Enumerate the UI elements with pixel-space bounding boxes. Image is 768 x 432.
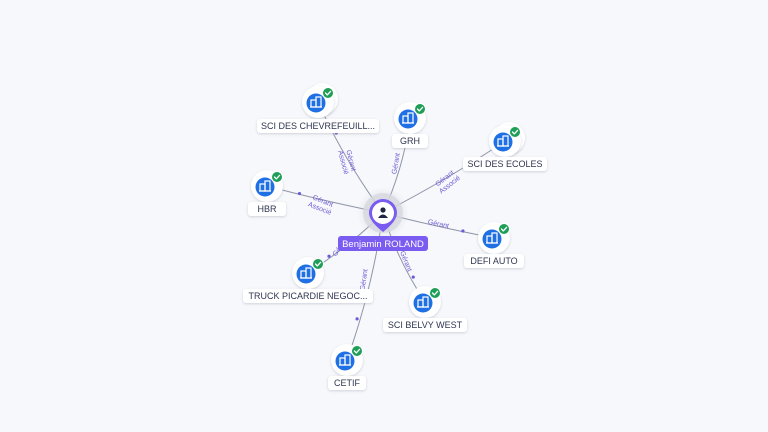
building-icon [306, 93, 326, 113]
building-icon [335, 351, 355, 371]
company-node-grh[interactable]: GRH [392, 102, 428, 148]
company-name-text: GRH [400, 136, 420, 146]
role-text: Gérant [391, 153, 402, 175]
company-node-sci-des-ecoles[interactable]: SCI DES ECOLES [463, 122, 547, 171]
person-icon [378, 207, 388, 218]
company-node-sci-belvy-west[interactable]: SCI BELVY WEST [383, 286, 467, 332]
edge-arrow-marker [411, 275, 415, 279]
building-icon [255, 177, 275, 197]
check-badge-icon [429, 287, 441, 299]
check-badge-icon [351, 345, 363, 357]
role-text: Gérant [427, 219, 449, 230]
company-node-truck-picardie[interactable]: TRUCK PICARDIE NEGOC... [243, 257, 373, 303]
check-badge-icon [498, 223, 510, 235]
company-name-label[interactable]: GRH [392, 134, 428, 148]
role-text: Gérant [398, 250, 413, 273]
edge-arrow-marker [297, 191, 302, 196]
edge-arrow-marker [355, 317, 359, 321]
check-badge-icon [312, 258, 324, 270]
edge-role-label: GérantAssocié [336, 148, 357, 176]
company-name-label[interactable]: DEFI AUTO [464, 254, 524, 268]
building-icon [413, 293, 433, 313]
edge-role-label: Gérant [360, 269, 370, 291]
company-name-text: HBR [257, 204, 277, 214]
company-name-label[interactable]: HBR [248, 202, 286, 216]
company-node-cetif[interactable]: CETIF [328, 344, 366, 390]
company-name-label[interactable]: SCI DES CHEVREFEUILL... [257, 119, 379, 133]
edge-role-label: Gérant [427, 219, 449, 230]
role-text: Gérant [360, 269, 370, 291]
edge-role-label: Gérant [391, 153, 402, 175]
edge-role-label: GérantAssocié [433, 168, 462, 195]
edge-role-label: Gérant [398, 250, 413, 273]
company-name-label[interactable]: TRUCK PICARDIE NEGOC... [243, 289, 373, 303]
building-icon [482, 229, 502, 249]
company-name-label[interactable]: SCI DES ECOLES [463, 157, 547, 171]
company-name-text: TRUCK PICARDIE NEGOC... [248, 291, 367, 301]
check-badge-icon [414, 103, 426, 115]
company-name-text: SCI BELVY WEST [388, 320, 463, 330]
company-name-label[interactable]: SCI BELVY WEST [383, 318, 467, 332]
center-name-label[interactable]: Benjamin ROLAND [338, 236, 428, 251]
company-name-text: SCI DES CHEVREFEUILL... [261, 121, 375, 131]
company-name-label[interactable]: CETIF [328, 376, 366, 390]
check-badge-icon [509, 126, 521, 138]
company-node-defi-auto[interactable]: DEFI AUTO [464, 222, 524, 268]
building-icon [493, 132, 513, 152]
building-icon [398, 109, 418, 129]
edge-arrow-marker [327, 254, 331, 258]
center-node[interactable]: Benjamin ROLAND [338, 187, 428, 251]
edge-arrow-marker [461, 229, 465, 233]
check-badge-icon [271, 171, 283, 183]
check-badge-icon [322, 87, 334, 99]
company-name-text: SCI DES ECOLES [467, 159, 542, 169]
building-icon [296, 264, 316, 284]
company-node-sci-des-chevrefeuill[interactable]: SCI DES CHEVREFEUILL... [257, 83, 379, 133]
person-pin-icon [369, 199, 397, 232]
nodes-layer: SCI DES CHEVREFEUILL... GRH SCI DES ECOLES… [243, 83, 547, 390]
company-name-text: CETIF [334, 378, 361, 388]
company-node-hbr[interactable]: HBR [248, 170, 286, 216]
company-name-text: DEFI AUTO [470, 256, 517, 266]
center-name-text: Benjamin ROLAND [342, 239, 424, 250]
